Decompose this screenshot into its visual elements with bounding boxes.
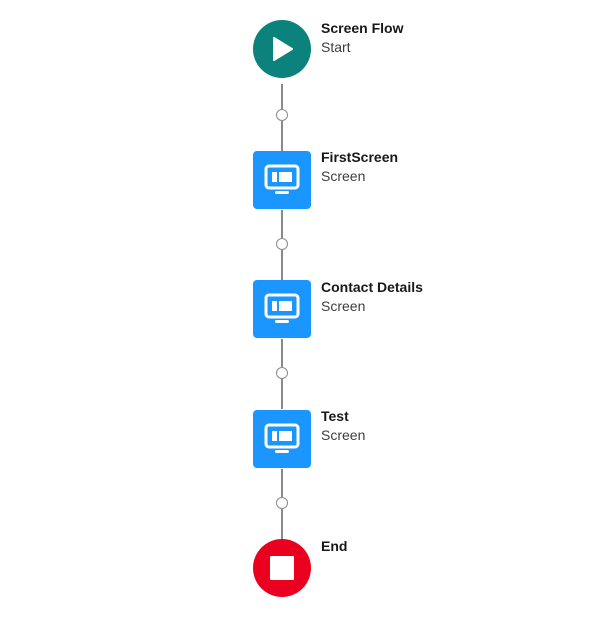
connector-line [281, 250, 283, 280]
monitor-icon [264, 293, 300, 323]
add-element-button[interactable] [276, 367, 288, 379]
connector-line [281, 84, 283, 109]
end-node[interactable] [253, 539, 311, 597]
node-type: Screen [321, 168, 366, 184]
screen-node-test[interactable] [253, 410, 311, 468]
firstscreen-node-label: FirstScreen Screen [321, 148, 398, 186]
add-element-button[interactable] [276, 497, 288, 509]
test-node-label: Test Screen [321, 407, 365, 445]
add-element-button[interactable] [276, 238, 288, 250]
connector-line [281, 339, 283, 367]
stop-icon [270, 556, 294, 580]
connector-line [281, 469, 283, 497]
contact-details-node-label: Contact Details Screen [321, 278, 423, 316]
connector-line [281, 121, 283, 151]
start-node-label: Screen Flow Start [321, 19, 403, 57]
monitor-icon [264, 164, 300, 194]
connector-line [281, 509, 283, 539]
node-title: End [321, 538, 348, 554]
connector-line [281, 379, 283, 409]
screen-node-firstscreen[interactable] [253, 151, 311, 209]
play-icon [273, 37, 293, 61]
node-type: Screen [321, 298, 366, 314]
node-title: Contact Details [321, 279, 423, 295]
monitor-icon [264, 423, 300, 453]
node-type: Start [321, 39, 351, 55]
start-node[interactable] [253, 20, 311, 78]
node-title: Test [321, 408, 349, 424]
add-element-button[interactable] [276, 109, 288, 121]
node-title: Screen Flow [321, 20, 404, 36]
node-title: FirstScreen [321, 149, 399, 165]
connector-line [281, 210, 283, 238]
node-type: Screen [321, 427, 366, 443]
screen-node-contact-details[interactable] [253, 280, 311, 338]
end-node-label: End [321, 537, 347, 555]
